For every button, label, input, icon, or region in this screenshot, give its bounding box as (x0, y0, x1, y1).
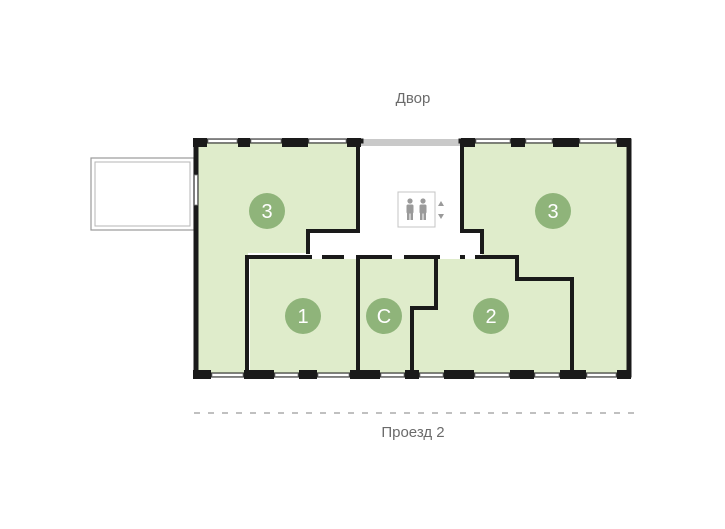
apartment-badge-2[interactable]: 2 (473, 298, 509, 334)
elevator-people-icon (397, 191, 436, 228)
core-top-glazing (361, 139, 461, 146)
apartment-badge-studio[interactable]: С (366, 298, 402, 334)
door-openings (312, 251, 475, 259)
apartment-3-left-area[interactable] (197, 142, 358, 373)
apartment-rooms-label: 1 (297, 306, 308, 328)
windows (194, 139, 617, 377)
apartment-rooms-label: 3 (547, 201, 558, 223)
wall-piers (193, 138, 631, 379)
apartment-badge-3-left[interactable]: 3 (249, 193, 285, 229)
apartment-rooms-label: 2 (485, 306, 496, 328)
apartment-badge-1[interactable]: 1 (285, 298, 321, 334)
balcony (90, 157, 195, 231)
courtyard-label: Двор (396, 90, 431, 107)
apartment-rooms-label: С (377, 306, 391, 328)
elevator-sign (397, 191, 444, 228)
apartment-rooms-label: 3 (261, 201, 272, 223)
apartment-3-right-area[interactable] (462, 142, 628, 373)
apartment-badge-3-right[interactable]: 3 (535, 193, 571, 229)
driveway-label: Проезд 2 (381, 424, 444, 441)
up-down-arrows-icon (438, 201, 444, 219)
apartment-badges: 3 3 1 С 2 (249, 193, 571, 334)
